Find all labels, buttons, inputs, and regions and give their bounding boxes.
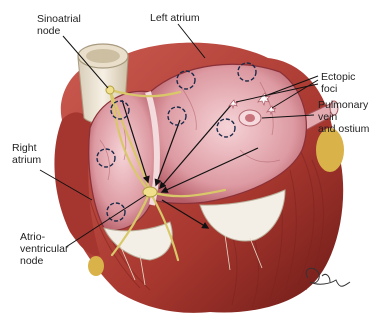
- label-av-node: Atrio- ventricular node: [20, 231, 71, 267]
- label-left-atrium: Left atrium: [150, 12, 200, 24]
- pulmonary-vein-ostium: [239, 110, 261, 126]
- label-ectopic-foci: Ectopic foci: [321, 71, 358, 95]
- label-pulmonary-vein: Pulmonary vein and ostium: [318, 99, 371, 135]
- label-right-atrium: Right atrium: [12, 142, 41, 166]
- right-atrium-chamber: [89, 91, 157, 230]
- label-sinoatrial-node: Sinoatrial node: [37, 13, 84, 37]
- fat-pad-bottom-left: [88, 256, 104, 276]
